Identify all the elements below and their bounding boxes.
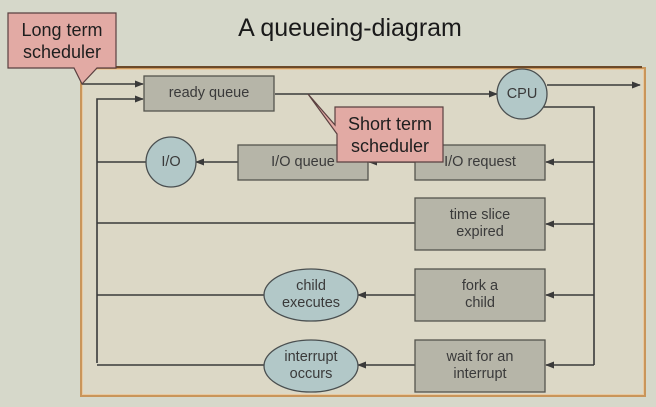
short-term-callout [307,93,444,163]
long-term-callout [7,12,117,86]
diagram-title: A queueing-diagram [238,14,462,42]
cpu-circle [496,68,548,120]
wait-box [414,339,546,393]
fork-box [414,268,546,322]
ready-queue-box [143,75,275,112]
interrupt-occurs-ellipse [263,339,359,393]
return-loop-arrow [96,95,144,363]
cpu-bus [543,106,595,365]
child-executes-ellipse [263,268,359,322]
io-circle [145,136,197,188]
frame-top-edge [82,66,642,68]
time-slice-box [414,197,546,251]
